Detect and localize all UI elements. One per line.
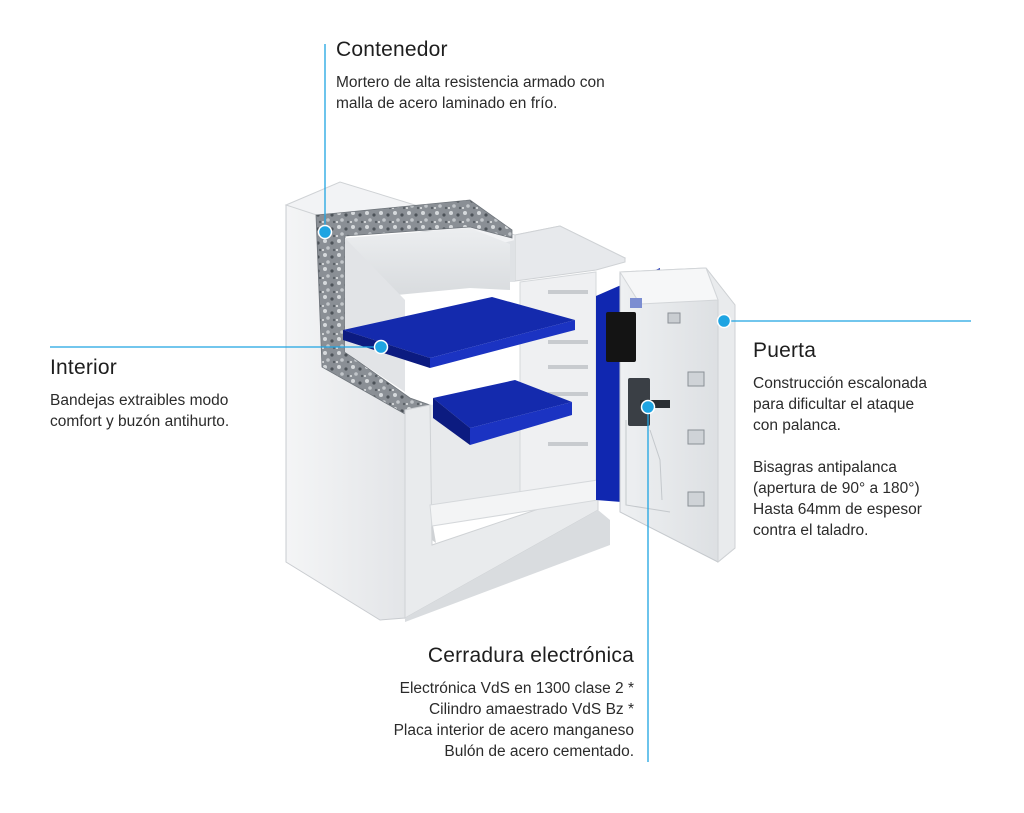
- callout-interior: Interior Bandejas extraibles modo comfor…: [50, 356, 229, 432]
- callout-heading: Interior: [50, 356, 117, 379]
- lower-shelf: [433, 380, 572, 428]
- description-line: Hasta 64mm de espesor: [753, 501, 922, 518]
- description-line: comfort y buzón antihurto.: [50, 413, 230, 430]
- callout-puerta: Puerta Construcción escalonada para difi…: [753, 339, 927, 541]
- description-line: (apertura de 90° a 180°): [753, 480, 920, 497]
- electronic-lock: [606, 312, 636, 362]
- callout-heading: Contenedor: [336, 38, 448, 61]
- callout-description: Construcción escalonada para dificultar …: [753, 373, 927, 541]
- description-line: Placa interior de acero manganeso: [393, 722, 634, 739]
- safe-door: [596, 267, 736, 564]
- door-bolts: [630, 298, 705, 507]
- callout-cerradura: Cerradura electrónica Electrónica VdS en…: [320, 644, 634, 762]
- description-line: para dificultar el ataque: [753, 396, 915, 413]
- callout-heading: Cerradura electrónica: [427, 644, 634, 667]
- callout-description: Mortero de alta resistencia armado con m…: [336, 72, 605, 114]
- description-line: con palanca.: [753, 417, 841, 434]
- callout-lines: [50, 44, 971, 762]
- description-line: Bandejas extraibles modo: [50, 392, 229, 409]
- description-line: Construcción escalonada: [753, 375, 928, 392]
- marker-dot-puerta: [716, 313, 732, 329]
- description-line: Bisagras antipalanca: [753, 459, 897, 476]
- paragraph-gap: [753, 436, 927, 457]
- shelves: [343, 297, 575, 445]
- description-line: Mortero de alta resistencia armado con: [336, 74, 605, 91]
- marker-dot-cerradura: [640, 399, 656, 415]
- marker-dot-contenedor: [317, 224, 333, 240]
- description-line: Cilindro amaestrado VdS Bz *: [428, 701, 634, 718]
- description-line: Electrónica VdS en 1300 clase 2 *: [399, 680, 634, 697]
- description-line: Bulón de acero cementado.: [444, 743, 634, 760]
- callout-heading: Puerta: [753, 339, 817, 362]
- description-line: contra el taladro.: [753, 522, 869, 539]
- callout-description: Electrónica VdS en 1300 clase 2 * Cilind…: [320, 678, 634, 762]
- callout-description: Bandejas extraibles modo comfort y buzón…: [50, 390, 229, 432]
- description-line: malla de acero laminado en frío.: [336, 95, 558, 112]
- upper-shelf: [343, 297, 575, 358]
- callout-contenedor: Contenedor Mortero de alta resistencia a…: [336, 38, 605, 114]
- marker-dot-interior: [373, 339, 389, 355]
